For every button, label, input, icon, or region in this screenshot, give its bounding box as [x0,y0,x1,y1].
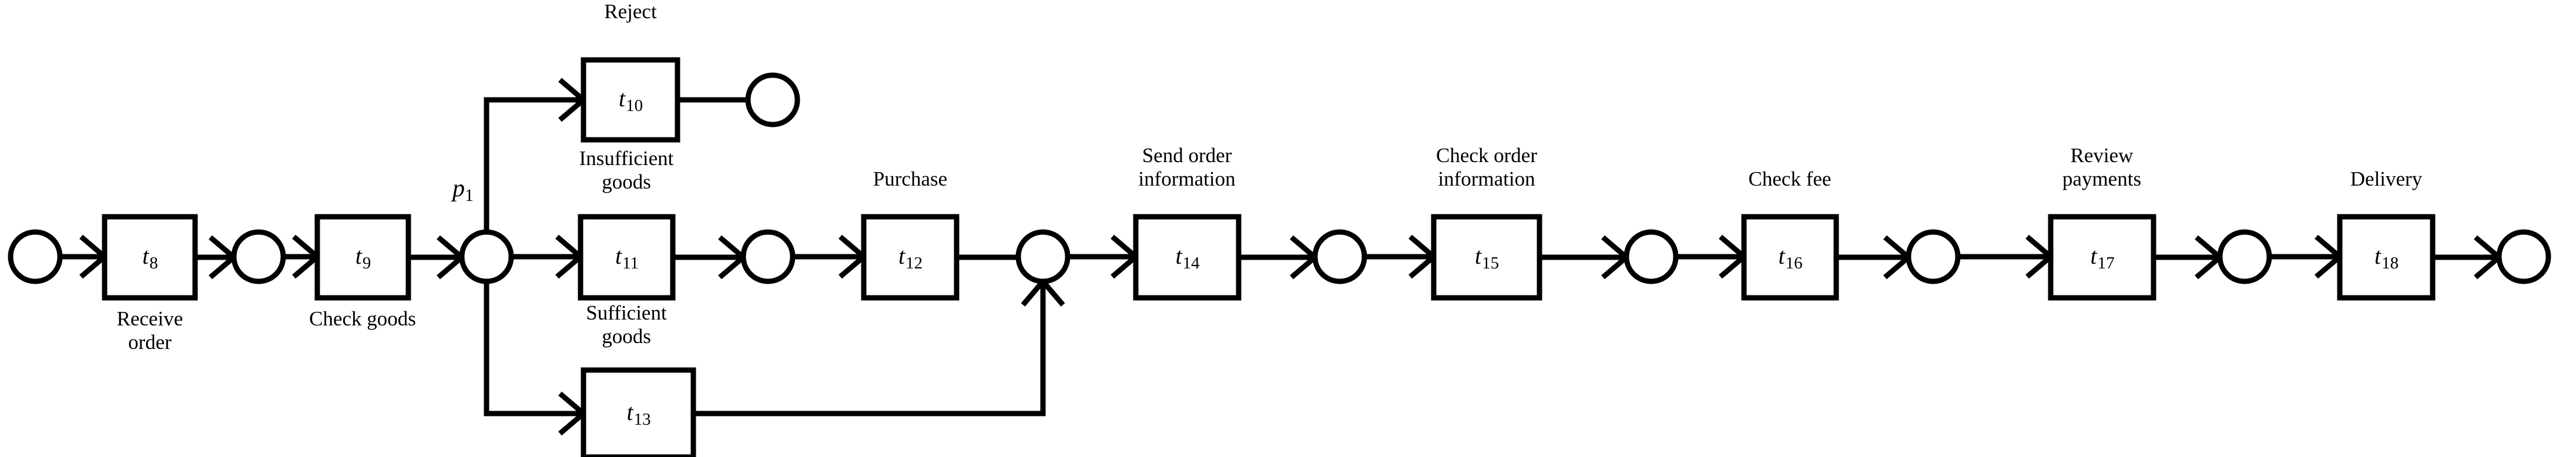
annotation-insufficient-goods: Insufficient goods [579,147,674,193]
place-pI [2496,229,2551,284]
arcs-layer [60,78,2501,436]
transition-label-t9: t9 [317,243,408,272]
annotation-reject: Reject [604,0,657,23]
annotation-send-order-info: Send order information [1138,144,1236,190]
transition-label-t15: t15 [1434,243,1539,272]
transition-label-t11: t11 [581,243,673,272]
arc-p1-to-t13 [484,281,583,416]
t-base: t [1175,243,1182,269]
t-base: t [626,399,633,425]
t-base: t [142,243,149,269]
place-pB [231,229,286,284]
t-sub: 17 [2097,254,2115,273]
place-pG [1906,229,1961,284]
transition-label-t13: t13 [583,399,693,428]
place-label-p1-text: p [452,175,465,202]
arc-p1-to-t10 [484,97,583,232]
t-base: t [2090,243,2097,269]
t-sub: 13 [633,410,651,429]
arc-pD-to-t14-arrowhead [1111,234,1138,279]
t-sub: 10 [626,96,643,115]
transition-label-t18: t18 [2340,243,2433,272]
arc-t11-to-pC-arrowhead [718,235,745,280]
arc-pB-to-t9-arrowhead [292,234,319,279]
transition-t16 [1741,214,1839,301]
place-label-p1: p1 [452,175,474,204]
transition-label-t14: t14 [1136,243,1239,272]
transition-t11 [578,214,676,301]
arc-t9-to-p1-arrowhead [437,235,464,280]
transition-t13 [581,367,696,457]
annotation-check-goods: Check goods [309,307,416,330]
arc-t17-to-pH-arrowhead [2195,235,2222,280]
arc-pA-to-t8-arrowhead [79,234,106,279]
nodes-layer [8,57,2551,457]
place-pD [1015,229,1071,284]
transition-t9 [314,214,411,301]
place-pE [1312,229,1367,284]
arc-t14-to-pE-arrowhead [1290,235,1317,280]
transition-label-t17: t17 [2051,243,2154,272]
transition-t10 [581,57,680,143]
place-label-p1-sub: 1 [465,186,474,205]
annotation-review-payments: Review payments [2062,144,2142,190]
annotation-check-order-info: Check order information [1435,144,1537,190]
arc-t15-to-pF-arrowhead [1601,235,1628,280]
arc-p1-to-t10-arrowhead [558,78,585,122]
t-base: t [1474,243,1482,269]
arc-t13-to-pD-arrowhead [1021,280,1065,307]
arc-t16-to-pG-arrowhead [1883,235,1910,280]
annotation-purchase: Purchase [873,167,948,190]
arc-pH-to-t18-arrowhead [2315,234,2342,279]
transition-label-t16: t16 [1744,243,1836,272]
transition-t12 [861,214,960,301]
t-base: t [898,243,905,269]
t-base: t [615,243,622,269]
t-sub: 12 [905,254,923,273]
transition-t18 [2337,214,2436,301]
t-base: t [2374,243,2382,269]
transition-label-t8: t8 [105,243,195,272]
t-sub: 8 [149,254,158,273]
t-sub: 9 [362,254,371,273]
t-base: t [355,243,362,269]
transition-t14 [1133,214,1242,301]
transition-t17 [2048,214,2156,301]
transition-label-t10: t10 [583,85,677,115]
arc-pG-to-t17-arrowhead [2025,234,2052,279]
arc-t13-to-pD [693,281,1046,416]
transition-t15 [1431,214,1542,301]
annotation-check-fee: Check fee [1748,167,1832,190]
arc-t8-to-pB-arrowhead [209,235,236,280]
t-sub: 14 [1182,254,1200,273]
arc-p1-to-t11-arrowhead [555,234,582,279]
arc-t18-to-pI-arrowhead [2474,235,2501,280]
arc-pF-to-t16-arrowhead [1719,234,1746,279]
place-pF [1624,229,1679,284]
arc-p1-to-t13-arrowhead [558,391,585,436]
t-base: t [1778,243,1785,269]
arc-pC-to-t12-arrowhead [838,234,866,279]
place-pC [740,229,796,284]
place-p1 [459,229,514,284]
transition-label-t12: t12 [864,243,957,272]
annotation-delivery: Delivery [2350,167,2423,190]
t-sub: 18 [2382,254,2399,273]
t-base: t [618,85,626,112]
t-sub: 11 [622,254,639,273]
place-pA [8,229,63,284]
annotation-receive-order: Receive order [116,307,183,354]
place-pH [2217,229,2272,284]
arc-pE-to-t15-arrowhead [1408,234,1435,279]
t-sub: 15 [1482,254,1500,273]
annotation-sufficient-goods: Sufficient goods [586,301,667,348]
place-pR [745,72,800,127]
t-sub: 16 [1785,254,1803,273]
transition-t8 [102,214,198,301]
